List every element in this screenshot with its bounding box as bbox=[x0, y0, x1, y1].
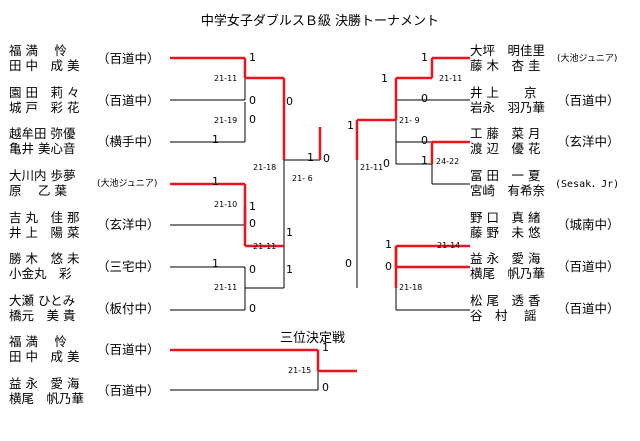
entry-left-2-p2: 城 戸 彩 花 bbox=[9, 100, 80, 115]
entry-left-4-p1: 大川内 歩夢 bbox=[9, 168, 76, 183]
games-g01: 1 bbox=[249, 51, 256, 64]
score-third: 21-15 bbox=[288, 366, 312, 375]
entry-right-5-p1: 野 口 真 緒 bbox=[470, 210, 541, 225]
games-g20: 1 bbox=[381, 72, 388, 85]
entry-left-1-p1: 福 満 怜 bbox=[9, 43, 67, 58]
games-g06: 1 bbox=[249, 200, 256, 213]
games-g24: 1 bbox=[347, 119, 354, 132]
score-l-r1-b: 21-19 bbox=[214, 116, 238, 125]
entry-right-2-club: （百道中） bbox=[557, 93, 620, 108]
games-g26: 1 bbox=[322, 341, 329, 354]
entry-left-3-club: （横手中） bbox=[97, 134, 160, 149]
entry-left-4-club: (大池ジュニア) bbox=[97, 179, 158, 189]
entry-right-2-p2: 岩永 羽乃華 bbox=[470, 100, 546, 115]
page-title: 中学女子ダブルスＢ級 決勝トーナメント bbox=[200, 14, 440, 29]
games-g16: 1 bbox=[421, 51, 428, 64]
entry-right-7-club: （百道中） bbox=[557, 301, 620, 316]
entry-third-2-p1: 益 永 愛 海 bbox=[9, 376, 80, 391]
entry-right-5-p2: 藤 野 未 悠 bbox=[470, 225, 541, 240]
entry-right-4-p2: 宮崎 有希奈 bbox=[470, 183, 546, 198]
games-g14: 1 bbox=[286, 263, 293, 276]
entry-left-6-club: （三宅中） bbox=[97, 259, 160, 274]
score-r-r1-b: 24-22 bbox=[436, 157, 460, 166]
entry-left-1-p2: 田 中 成 美 bbox=[9, 58, 80, 73]
games-g23: 0 bbox=[385, 260, 392, 273]
games-g15: 0 bbox=[323, 152, 330, 165]
entry-right-1-p2: 藤 木 杏 圭 bbox=[470, 58, 541, 73]
score-l-r1-d: 21-11 bbox=[214, 283, 238, 292]
entry-right-3-p1: 工 藤 菜 月 bbox=[470, 126, 541, 141]
games-g25: 0 bbox=[345, 257, 352, 270]
entry-right-1-club: (大池ジュニア) bbox=[557, 54, 618, 64]
entry-third-1-p2: 田 中 成 美 bbox=[9, 349, 80, 364]
score-l-sf-b: 21-11 bbox=[253, 242, 277, 251]
games-g19: 1 bbox=[421, 154, 428, 167]
entry-third-1-p1: 福 満 怜 bbox=[9, 334, 67, 349]
score-r-r1-a: 21-11 bbox=[439, 74, 463, 83]
games-g07: 1 bbox=[212, 175, 219, 188]
games-g17: 0 bbox=[421, 92, 428, 105]
entry-left-5-p2: 井 上 陽 菜 bbox=[9, 225, 80, 240]
games-g10: 1 bbox=[212, 257, 219, 270]
entry-right-3-p2: 渡 辺 優 花 bbox=[470, 141, 541, 156]
score-r-sf-a: 21- 9 bbox=[399, 116, 420, 125]
entry-left-6-p2: 小金丸 彩 bbox=[9, 266, 72, 281]
entry-left-1-club: （百道中） bbox=[97, 51, 160, 66]
entry-left-2-p1: 園 田 莉 々 bbox=[9, 85, 80, 100]
games-g05: 0 bbox=[286, 95, 293, 108]
games-g04: 1 bbox=[212, 133, 219, 146]
entry-right-6-p1: 益 永 愛 海 bbox=[470, 251, 541, 266]
bracket-lines-winner bbox=[170, 56, 470, 373]
score-l-r1-c: 21-10 bbox=[214, 200, 238, 209]
entry-left-7-p2: 橋元 美 貴 bbox=[9, 308, 76, 323]
entry-left-3-p1: 越牟田 弥優 bbox=[9, 126, 76, 141]
games-g12: 1 bbox=[286, 226, 293, 239]
entry-third-1-club: （百道中） bbox=[97, 342, 160, 357]
entry-left-7-p1: 大瀬 ひとみ bbox=[9, 293, 76, 308]
score-r-r1-c: 21-14 bbox=[437, 241, 461, 250]
entry-right-6-club: （百道中） bbox=[557, 259, 620, 274]
games-g22: 1 bbox=[385, 238, 392, 251]
entry-left-7-club: （板付中） bbox=[97, 301, 160, 316]
games-g08: 0 bbox=[249, 217, 256, 230]
entry-right-6-p2: 横尾 帆乃華 bbox=[470, 266, 546, 281]
games-g02: 0 bbox=[249, 94, 256, 107]
entry-left-4-p2: 原 乙 葉 bbox=[9, 183, 67, 198]
entry-left-6-p1: 勝 木 悠 未 bbox=[9, 251, 80, 266]
games-g09: 0 bbox=[249, 263, 256, 276]
score-l-r1-a: 21-11 bbox=[214, 74, 238, 83]
score-final-r: 21-11 bbox=[360, 163, 384, 172]
entry-left-3-p2: 亀井 美心音 bbox=[9, 141, 76, 156]
entry-right-4-p1: 冨 田 一 夏 bbox=[470, 168, 541, 183]
entry-third-2-club: （百道中） bbox=[97, 383, 160, 398]
games-g03: 0 bbox=[249, 113, 256, 126]
entry-right-4-club: (Sesak．Jr) bbox=[555, 179, 620, 190]
entry-left-5-club: （玄洋中） bbox=[97, 217, 160, 232]
games-g27: 0 bbox=[322, 381, 329, 394]
score-final-l: 21- 6 bbox=[292, 174, 313, 183]
entry-left-2-club: （百道中） bbox=[97, 93, 160, 108]
entry-third-2-p2: 横尾 帆乃華 bbox=[9, 391, 85, 406]
entry-right-5-club: （城南中） bbox=[557, 217, 620, 232]
games-g18: 0 bbox=[421, 134, 428, 147]
third-place-label: 三位決定戦 bbox=[280, 331, 346, 346]
games-g21: 0 bbox=[383, 157, 390, 170]
entry-left-5-p1: 吉 丸 佳 那 bbox=[9, 210, 80, 225]
entry-right-3-club: （玄洋中） bbox=[557, 134, 620, 149]
entry-right-7-p2: 谷 村 謡 bbox=[470, 308, 537, 323]
games-g11: 0 bbox=[249, 302, 256, 315]
score-l-sf-a: 21-18 bbox=[253, 163, 277, 172]
score-r-sf-b: 21-18 bbox=[399, 283, 423, 292]
games-g13: 1 bbox=[307, 151, 314, 164]
entry-right-1-p1: 大坪 明佳里 bbox=[470, 43, 546, 58]
entry-right-2-p1: 井 上 京 bbox=[470, 85, 537, 100]
entry-right-7-p1: 松 尾 透 香 bbox=[470, 293, 541, 308]
